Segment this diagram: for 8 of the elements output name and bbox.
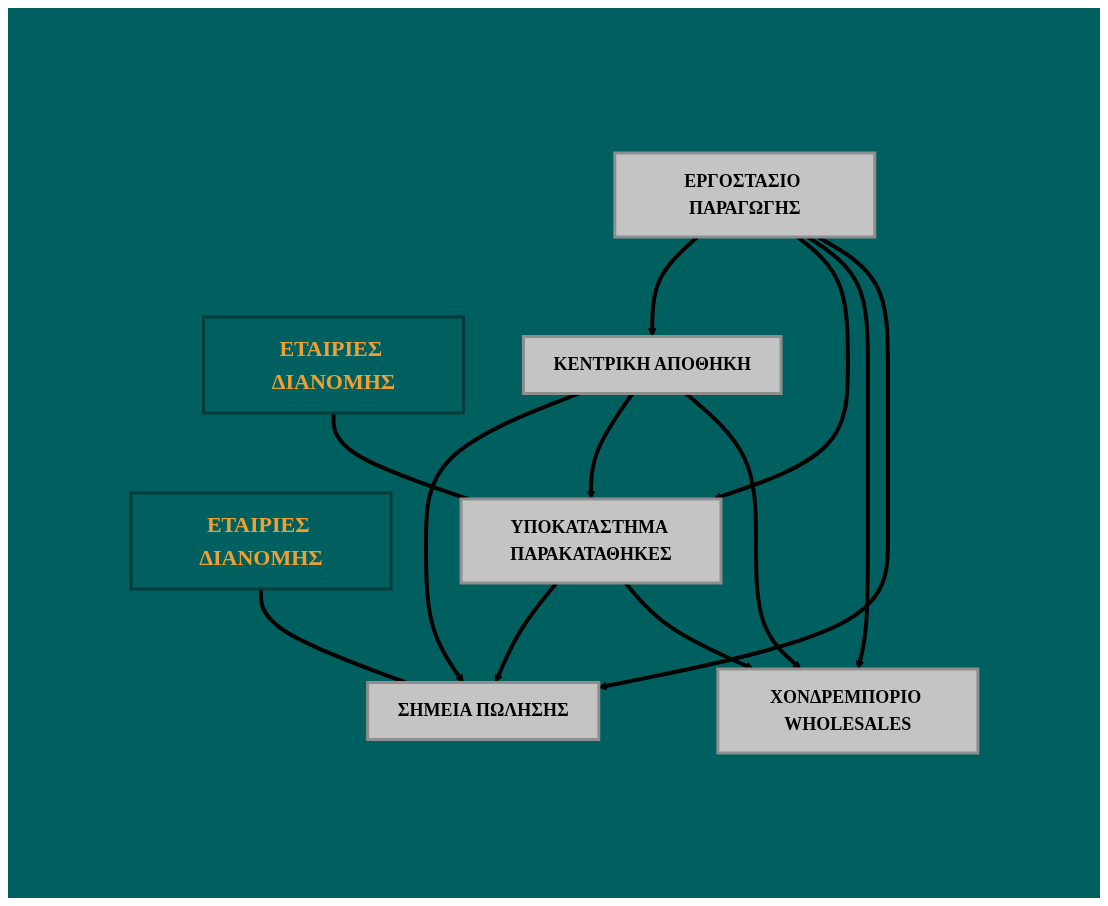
- connector: [331, 413, 469, 501]
- node-box: ΕΤΑΙΡΙΕΣ ΔΙΑΝΟΜΗΣ: [201, 315, 465, 415]
- node-box: ΧΟΝΔΡΕΜΠΟΡΙΟ WHOLESALES: [715, 667, 979, 755]
- node-box: ΥΠΟΚΑΤΑΣΤΗΜΑ ΠΑΡΑΚΑΤΑΘΗΚΕΣ: [459, 497, 723, 585]
- node-box: ΚΕΝΤΡΙΚΗ ΑΠΟΘΗΚΗ: [521, 335, 783, 395]
- node-box: ΕΡΓΟΣΤΑΣΙΟ ΠΑΡΑΓΩΓΗΣ: [612, 151, 876, 239]
- node-box: ΕΤΑΙΡΙΕΣ ΔΙΑΝΟΜΗΣ: [129, 491, 393, 591]
- node-box: ΣΗΜΕΙΑ ΠΩΛΗΣΗΣ: [365, 681, 600, 741]
